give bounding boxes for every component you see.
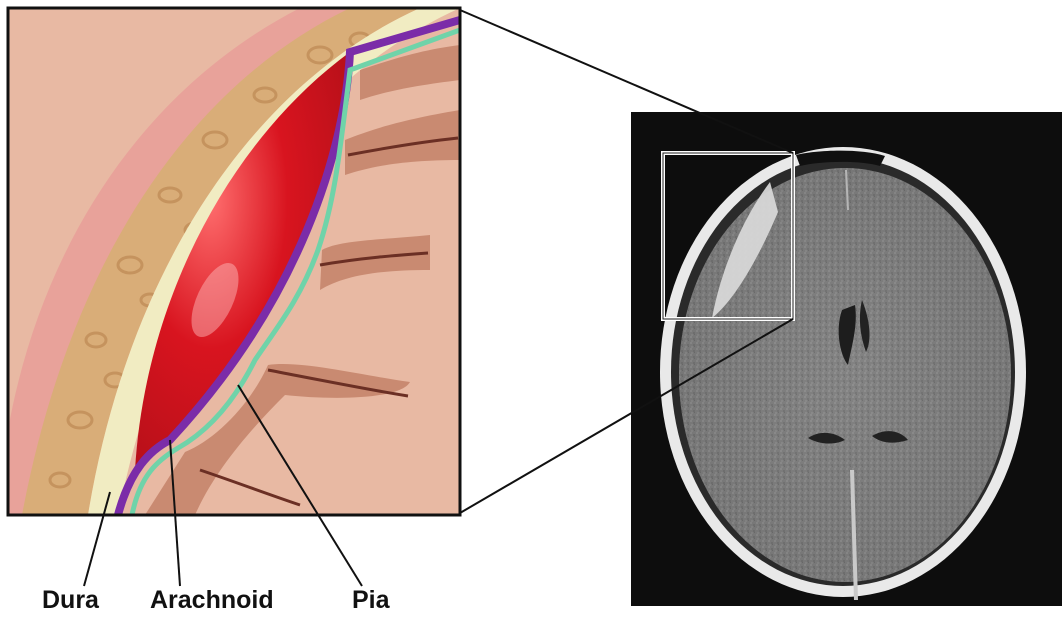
- anatomy-inset: [8, 8, 460, 515]
- dura-label: Dura: [42, 588, 99, 613]
- zoom-connector-top: [460, 10, 793, 153]
- ct-scan-image: [631, 112, 1062, 606]
- pia-label: Pia: [352, 588, 390, 613]
- arachnoid-label: Arachnoid: [150, 588, 274, 613]
